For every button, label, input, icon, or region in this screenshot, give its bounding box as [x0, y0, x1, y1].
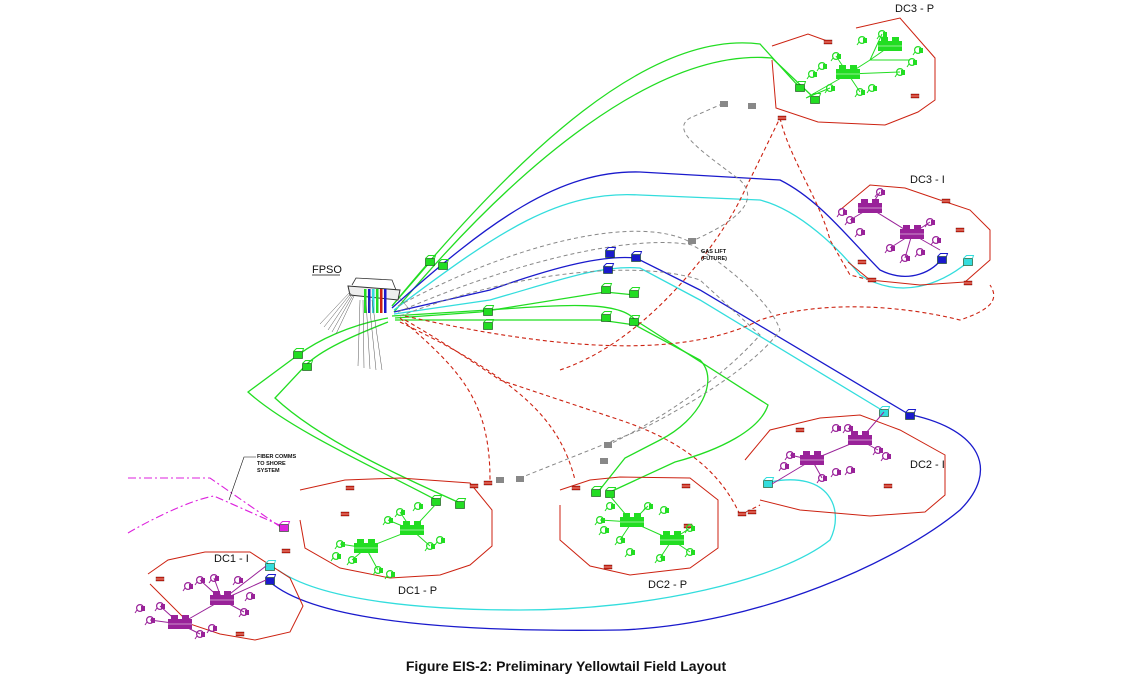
injection-flowlines-cyan: [277, 193, 969, 611]
dc2-i-cluster: [771, 411, 892, 485]
dc1-i-cluster: [134, 565, 267, 640]
label-fpso: FPSO: [312, 264, 342, 276]
label-gas-lift-future: (FUTURE): [701, 256, 727, 262]
dc1-p-cluster: [330, 502, 446, 580]
label-dc3-i: DC3 - I: [910, 174, 945, 186]
figure-caption: Figure EIS-2: Preliminary Yellowtail Fie…: [405, 658, 727, 674]
label-dc2-i: DC2 - I: [910, 459, 945, 471]
dc3-i-cluster: [836, 188, 942, 264]
umbilical-markers: [154, 39, 974, 637]
label-dc1-i: DC1 - I: [214, 553, 249, 565]
label-dc2-p: DC2 - P: [648, 579, 687, 591]
drill-center-boundaries: [147, 17, 991, 641]
label-gas-lift: GAS LIFT: [701, 249, 727, 255]
injection-flowlines-blue: [269, 171, 982, 631]
injection-route-structures: [265, 247, 974, 585]
label-fiber-to-shore: TO SHORE: [257, 461, 286, 467]
gas-lift-lines: [397, 103, 781, 479]
fpso-mooring-lines: [319, 291, 411, 371]
label-fiber-system: SYSTEM: [257, 468, 280, 474]
gas-lift-structures: [496, 101, 756, 483]
label-fiber-comms: FIBER COMMS: [257, 454, 296, 460]
label-dc1-p: DC1 - P: [398, 585, 437, 597]
fiber-leader: [228, 456, 256, 501]
dc2-p-cluster: [594, 495, 696, 564]
label-dc3-p: DC3 - P: [895, 3, 934, 15]
dc3-p-cluster: [805, 30, 924, 99]
fiber-lines: [127, 477, 287, 534]
